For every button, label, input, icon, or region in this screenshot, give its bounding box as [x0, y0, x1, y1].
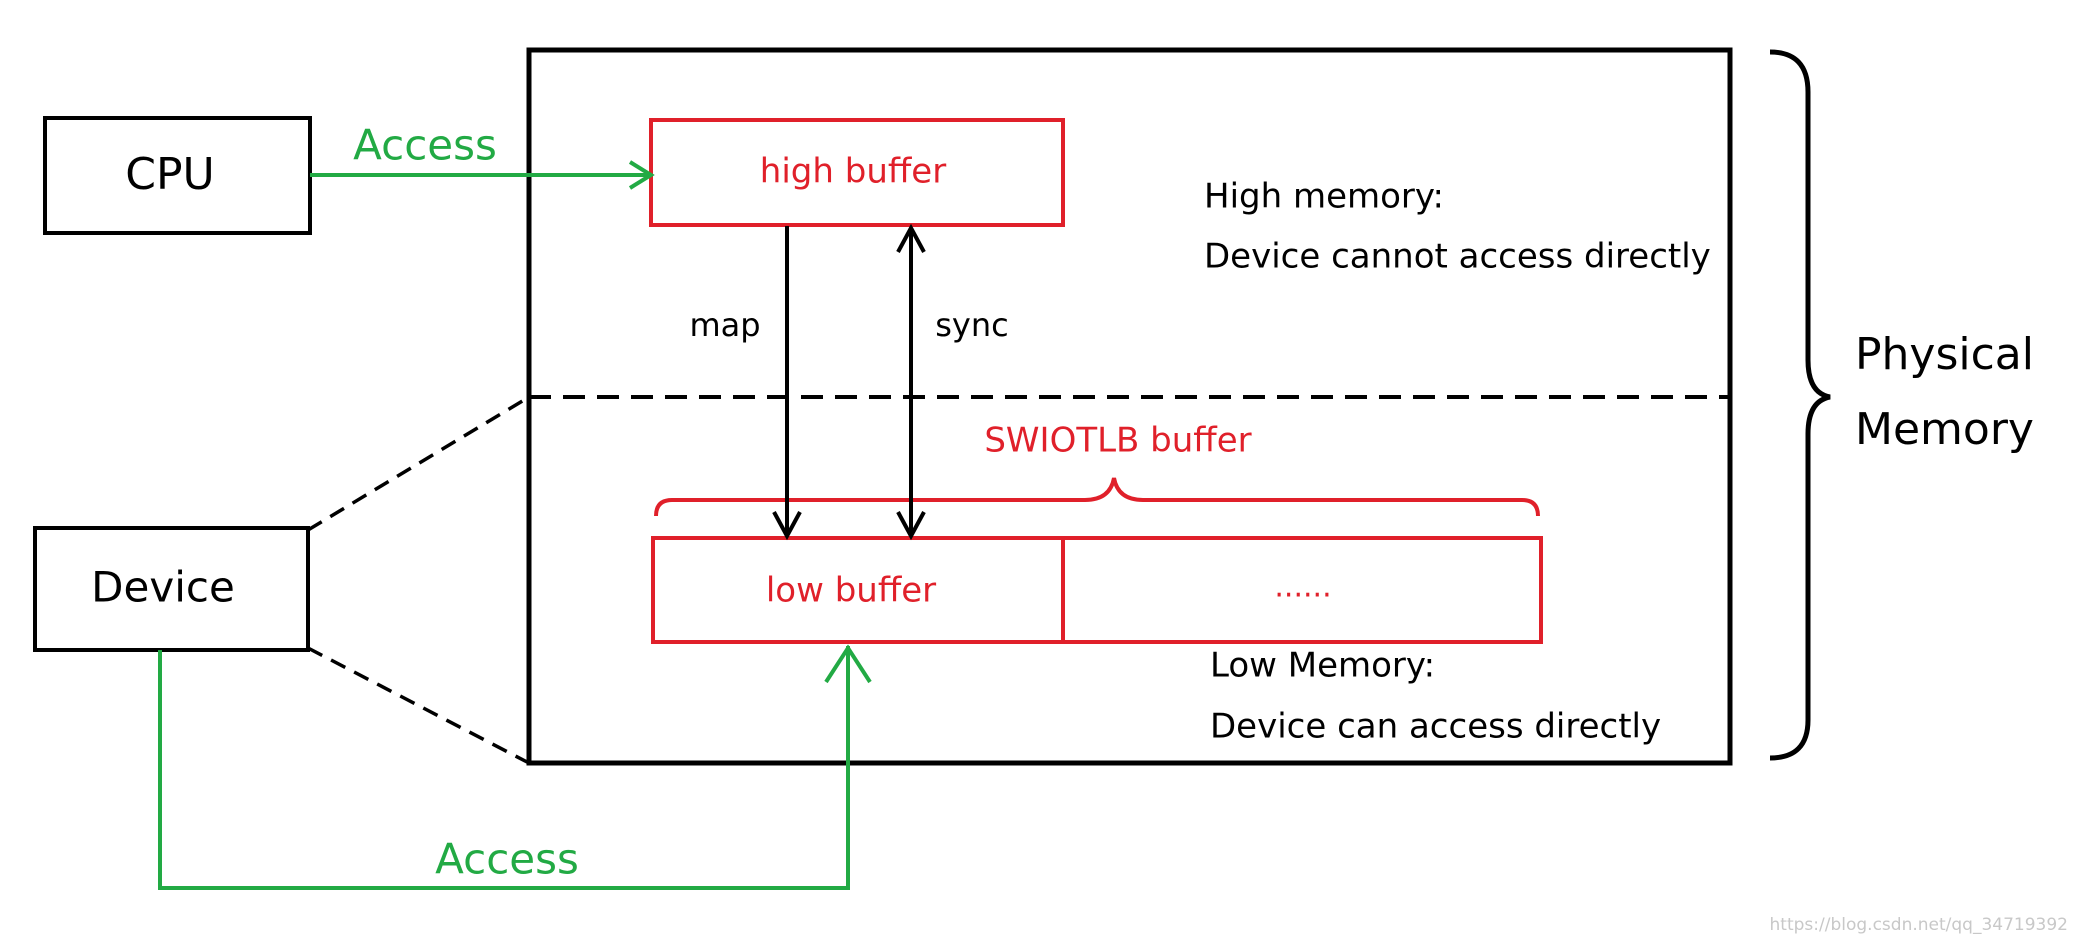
memory-label: Memory	[1855, 404, 2034, 455]
ellipsis-label: ......	[1274, 570, 1331, 605]
high-memory-title: High memory:	[1204, 177, 1444, 217]
watermark: https://blog.csdn.net/qq_34719392	[1770, 915, 2068, 935]
low-buffer-label: low buffer	[766, 571, 936, 611]
swiotlb-brace	[654, 477, 1540, 517]
map-arrowhead	[772, 511, 802, 541]
device-region-line-bottom	[307, 646, 530, 765]
high-buffer-box	[649, 118, 1065, 227]
physical-memory-brace	[1769, 49, 1831, 761]
swiotlb-label: SWIOTLB buffer	[984, 421, 1251, 461]
high-buffer-label: high buffer	[760, 152, 946, 192]
device-access-arrowhead	[824, 644, 872, 684]
sync-arrowhead-top	[896, 223, 926, 253]
swiotlb-remaining-box	[1061, 536, 1543, 644]
cpu-access-arrowhead	[628, 160, 655, 190]
map-label: map	[689, 306, 760, 344]
low-memory-desc: Device can access directly	[1210, 707, 1661, 747]
cpu-access-label: Access	[353, 121, 497, 170]
device-label: Device	[91, 563, 235, 612]
high-memory-desc: Device cannot access directly	[1204, 237, 1711, 277]
physical-label: Physical	[1855, 329, 2034, 380]
cpu-label: CPU	[125, 149, 214, 200]
sync-label: sync	[935, 306, 1008, 344]
physical-memory-box	[526, 47, 1733, 766]
device-region-line-top	[307, 395, 530, 532]
sync-arrowhead-bottom	[896, 511, 926, 541]
device-box	[33, 526, 310, 652]
low-memory-title: Low Memory:	[1210, 646, 1435, 686]
device-access-arrow	[158, 646, 850, 890]
device-access-label: Access	[435, 835, 579, 884]
